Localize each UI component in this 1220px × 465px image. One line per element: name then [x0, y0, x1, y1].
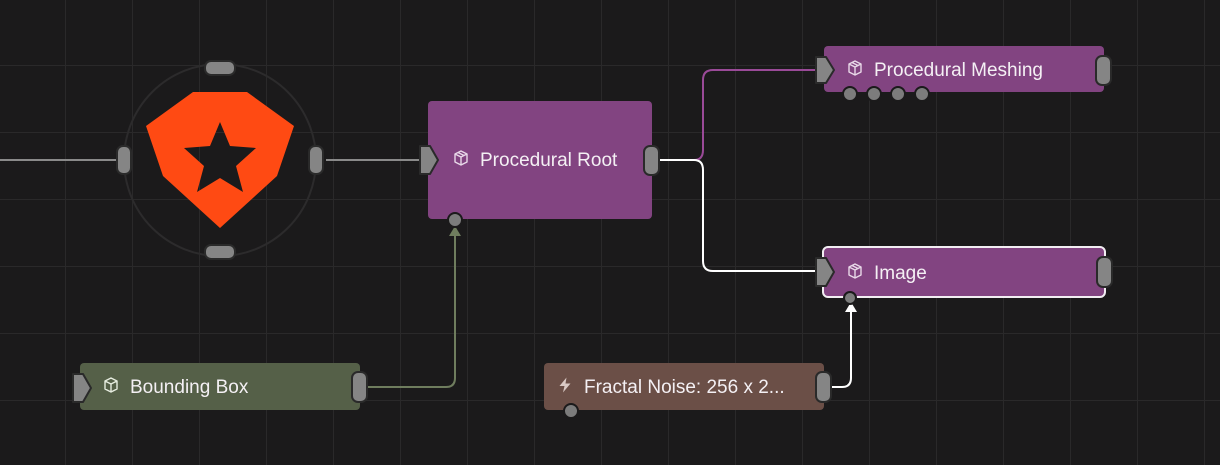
bounding-box-input-port[interactable]	[71, 372, 93, 404]
bounding-box-node[interactable]: Bounding Box	[80, 363, 360, 410]
procedural-meshing-bottom-port-1[interactable]	[842, 86, 858, 102]
wire-noise-to-image[interactable]	[830, 310, 852, 388]
procedural-meshing-input-port[interactable]	[814, 55, 836, 85]
wire-arrowhead-root	[449, 226, 461, 236]
procedural-meshing-bottom-port-2[interactable]	[866, 86, 882, 102]
logo-bottom-port[interactable]	[204, 244, 236, 260]
logo-right-port[interactable]	[308, 145, 324, 175]
logo-left-port[interactable]	[116, 145, 132, 175]
procedural-root-bottom-port[interactable]	[447, 212, 463, 228]
wire-bbox-to-root[interactable]	[368, 234, 456, 388]
procedural-meshing-bottom-port-4[interactable]	[914, 86, 930, 102]
cube-icon	[102, 376, 120, 400]
image-label: Image	[874, 263, 927, 284]
lightning-icon	[556, 376, 574, 400]
box-icon	[846, 59, 864, 83]
fractal-noise-bottom-port[interactable]	[563, 403, 579, 419]
procedural-meshing-label: Procedural Meshing	[874, 60, 1043, 81]
box-icon	[452, 149, 470, 173]
wire-root-to-image[interactable]	[658, 159, 818, 272]
wire-root-to-meshing[interactable]	[658, 69, 818, 161]
fractal-noise-output-port[interactable]	[815, 371, 832, 403]
star-logo-icon	[123, 63, 317, 257]
procedural-root-output-port[interactable]	[643, 145, 660, 176]
procedural-meshing-output-port[interactable]	[1095, 55, 1112, 86]
procedural-meshing-bottom-port-3[interactable]	[890, 86, 906, 102]
wire-arrowhead-image	[845, 302, 857, 312]
image-node[interactable]: Image	[822, 246, 1106, 298]
image-input-port[interactable]	[814, 256, 836, 288]
procedural-root-node[interactable]: Procedural Root	[428, 101, 652, 219]
image-bottom-port[interactable]	[843, 291, 857, 305]
box-icon	[846, 262, 864, 286]
procedural-root-input-port[interactable]	[418, 144, 440, 176]
logo-top-port[interactable]	[204, 60, 236, 76]
bounding-box-label: Bounding Box	[130, 377, 249, 398]
logo-node[interactable]	[116, 60, 324, 260]
image-output-port[interactable]	[1096, 256, 1113, 288]
procedural-meshing-node[interactable]: Procedural Meshing	[824, 46, 1104, 92]
bounding-box-output-port[interactable]	[351, 371, 368, 403]
fractal-noise-label: Fractal Noise: 256 x 2...	[584, 377, 785, 398]
fractal-noise-node[interactable]: Fractal Noise: 256 x 2...	[544, 363, 824, 410]
procedural-root-label: Procedural Root	[480, 150, 618, 171]
